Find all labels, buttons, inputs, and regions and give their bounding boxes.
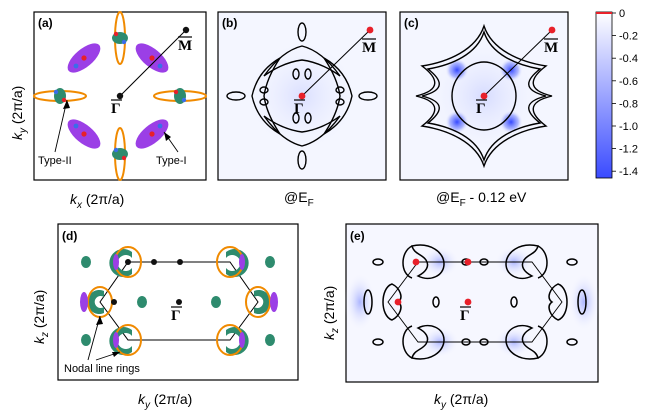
panel-c-caption: @EF - 0.12 eV [436, 189, 527, 209]
panel-d-xlabel: ky (2π/a) [138, 391, 192, 411]
m-label: M [178, 38, 192, 54]
panel-c-label: (c) [404, 16, 419, 30]
m-point [366, 26, 374, 34]
m-point [548, 26, 556, 34]
m-label: M [362, 40, 376, 56]
gamma-label: Γ [476, 101, 486, 117]
panel-e-ylabel: kz (2π/a) [321, 286, 341, 340]
panel-b-label: (b) [222, 16, 237, 30]
colorbar-tick-label: -0.8 [619, 98, 638, 110]
annotation-nodal-line-rings: Nodal line rings [64, 363, 140, 375]
panel-e-contours [363, 244, 587, 360]
colorbar-tick-label: -0.4 [619, 53, 638, 65]
panel-e-xlabel: ky (2π/a) [434, 391, 488, 411]
panel-e-frame [345, 223, 599, 383]
colorbar-tick-label: -1.2 [619, 144, 638, 156]
panel-a: (a) [9, 11, 207, 211]
panel-a-ylabel: ky (2π/a) [9, 86, 29, 140]
colorbar-tick-label: -0.2 [619, 31, 638, 43]
colorbar-tick-label: 0 [619, 8, 625, 20]
gamma-point [298, 92, 306, 100]
panel-a-pockets [33, 11, 207, 181]
panel-e: (e) Γ [321, 223, 600, 411]
panel-d-ylabel: kz (2π/a) [31, 290, 51, 344]
panel-b-caption: @EF [284, 189, 314, 209]
gamma-point [480, 92, 488, 100]
panel-c: (c) Γ M @EF - 0.12 eV [399, 11, 569, 209]
gamma-label: Γ [294, 101, 304, 117]
colorbar-tick-label: -1.4 [619, 166, 638, 178]
brillouin-zone [387, 261, 563, 343]
gamma-point [464, 298, 472, 306]
gamma-label: Γ [111, 101, 121, 117]
panel-b: (b) Γ M @EF [217, 11, 387, 209]
panel-a-label: (a) [38, 16, 53, 30]
panel-d-label: (d) [62, 229, 77, 243]
panel-c-contours [415, 23, 553, 169]
panel-d: (d) [31, 223, 299, 411]
gamma-label: Γ [171, 308, 181, 324]
colorbar-gradient [595, 11, 613, 179]
m-point [182, 26, 190, 34]
panel-d-pockets [80, 246, 278, 356]
panel-b-contours [226, 22, 378, 170]
annotation-type-ii: Type-II [38, 155, 72, 167]
m-label: M [544, 40, 558, 56]
colorbar-tick-label: -0.6 [619, 76, 638, 88]
panel-a-xlabel: kx (2π/a) [70, 191, 124, 211]
colorbar-tick-label: -1.0 [619, 121, 638, 133]
panel-e-label: (e) [350, 229, 365, 243]
colorbar: 0 -0.2 -0.4 -0.6 -0.8 -1.0 -1.2 -1.4 [595, 8, 638, 179]
gamma-point [176, 299, 182, 305]
annotation-type-i: Type-I [156, 155, 187, 167]
brillouin-zone [99, 261, 259, 341]
gamma-point [116, 92, 124, 100]
colorbar-ticks: 0 -0.2 -0.4 -0.6 -0.8 -1.0 -1.2 -1.4 [612, 8, 638, 178]
gamma-label: Γ [460, 308, 470, 324]
